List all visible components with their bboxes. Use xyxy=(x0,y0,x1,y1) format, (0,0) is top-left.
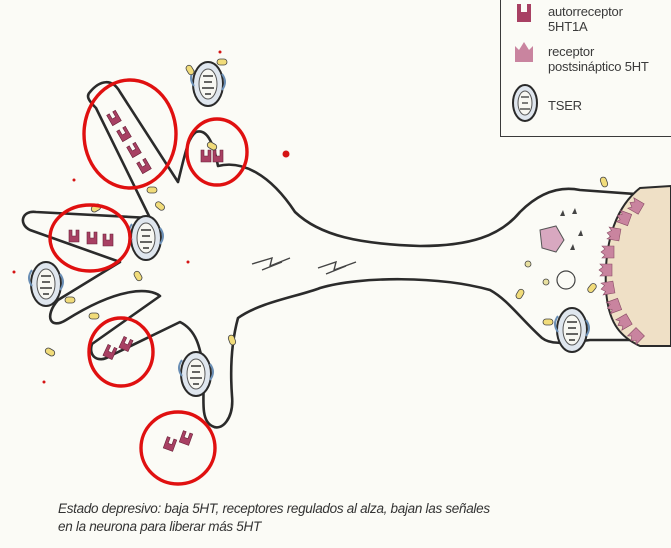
red-dots xyxy=(12,50,290,384)
highlight-circle xyxy=(87,316,155,388)
legend: autorreceptor 5HT1A receptor postsinápti… xyxy=(500,0,671,137)
caption-line2: en la neurona para liberar más 5HT xyxy=(58,519,261,534)
autoreceptor-label-line2: 5HT1A xyxy=(548,19,588,34)
postsynaptic-label-line2: postsináptico 5HT xyxy=(548,59,649,74)
autoreceptor-legend-icon xyxy=(517,4,531,22)
postsynaptic-label-line1: receptor xyxy=(548,44,595,59)
terminal-vesicles xyxy=(524,208,583,290)
postsynaptic-receptor-legend-icon xyxy=(515,42,533,62)
highlight-circle xyxy=(139,410,217,486)
neuron-outline xyxy=(21,80,664,429)
legend-icons xyxy=(512,4,538,122)
highlight-circles xyxy=(48,78,249,486)
tser-label: TSER xyxy=(548,98,582,113)
postsynaptic-label: receptor postsináptico 5HT xyxy=(548,44,649,74)
highlight-circle xyxy=(82,78,178,190)
caption-line1: Estado depresivo: baja 5HT, receptores r… xyxy=(58,501,490,516)
autoreceptor-label: autorreceptor 5HT1A xyxy=(548,4,623,34)
caption: Estado depresivo: baja 5HT, receptores r… xyxy=(58,500,578,536)
highlight-circle xyxy=(48,203,132,273)
highlight-circle xyxy=(185,117,249,187)
autoreceptor-label-line1: autorreceptor xyxy=(548,4,623,19)
tser-legend-icon xyxy=(512,84,538,122)
signal-lightning xyxy=(251,256,291,271)
signal-lightning xyxy=(317,260,357,275)
